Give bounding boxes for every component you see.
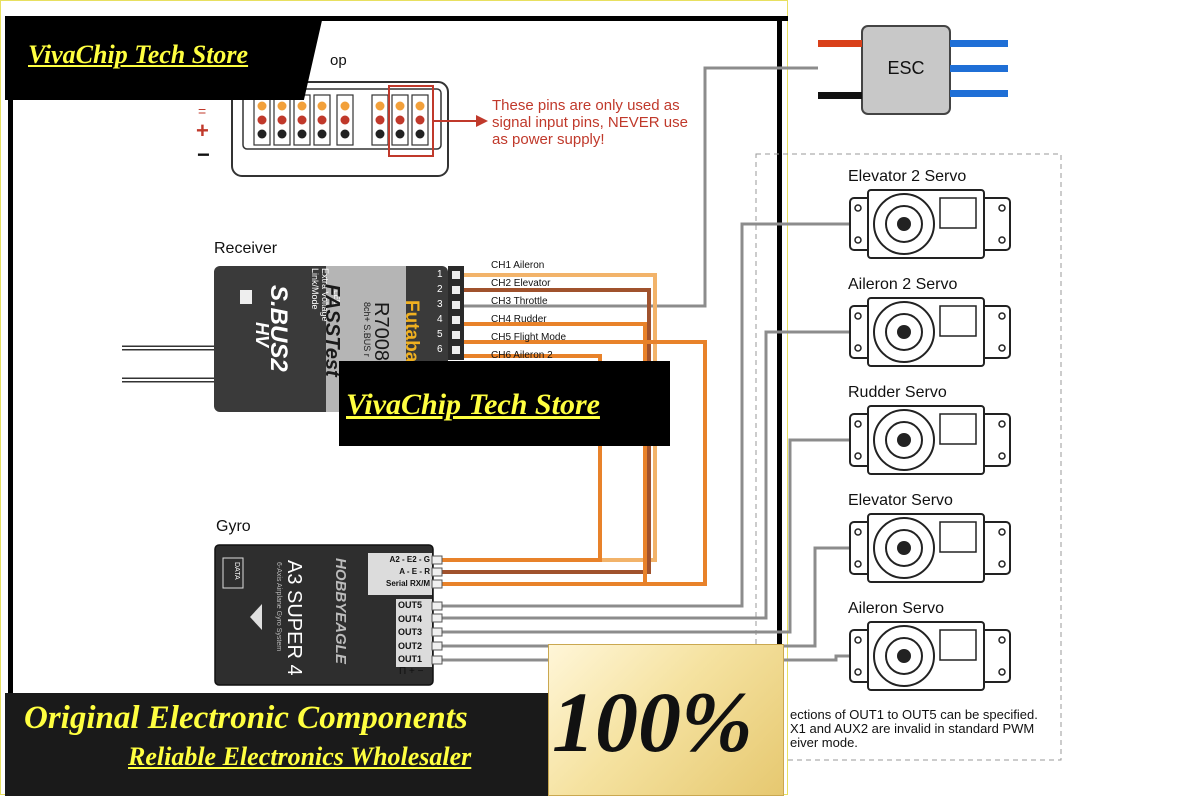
side-mark: =: [198, 103, 207, 119]
servo-label: Elevator 2 Servo: [848, 168, 967, 185]
gyro-pin: [431, 613, 443, 623]
servo-label: Elevator Servo: [848, 492, 953, 509]
minus-label: −: [197, 142, 210, 167]
gyro-output-port: OUT1: [398, 654, 423, 664]
banner-line1: Original Electronic Components: [24, 700, 468, 736]
receiver-brand-text: Futaba: [401, 300, 422, 363]
gyro-module: [214, 544, 443, 686]
pin-number: 4: [437, 314, 443, 325]
gyro-pin: [431, 655, 443, 665]
gyro-output-port: OUT3: [398, 627, 423, 637]
gyro-input-port: Serial RX/M: [385, 579, 430, 588]
warning-note-line: signal input pins, NEVER use: [492, 114, 688, 131]
pin-slot: [452, 316, 460, 324]
banner-line2: Reliable Electronics Wholesaler: [128, 742, 472, 771]
servo-icon: [849, 405, 1011, 475]
channel-label: CH5 Flight Mode: [491, 332, 567, 343]
pin-column: [253, 94, 271, 146]
pin-slot: [452, 271, 460, 279]
servo-region: [755, 153, 1062, 761]
servo-icon: [849, 189, 1011, 259]
footnote-line: eiver mode.: [790, 735, 858, 750]
gyro-data-label: DATA: [233, 562, 240, 580]
pin-column: [411, 94, 429, 146]
top-pin-module: [231, 81, 488, 177]
gyro-pin: [431, 641, 443, 651]
gyro-pin-legend: Π + −: [399, 666, 424, 677]
esc-label: ESC: [887, 58, 925, 78]
gyro-pin: [431, 627, 443, 637]
pin-number: 3: [437, 299, 443, 310]
pin-slot: [452, 346, 460, 354]
pin-column: [391, 94, 409, 146]
banner-bg: [5, 693, 550, 796]
pin-column: [336, 94, 354, 146]
warning-note: These pins are only used as signal input…: [492, 97, 688, 148]
pin-number: 6: [437, 344, 443, 355]
gyro-brand-text: HOBBYEAGLE: [332, 558, 349, 664]
servo-label: Aileron 2 Servo: [848, 276, 958, 293]
top-module-title: op: [330, 52, 347, 69]
pin-column: [371, 94, 389, 146]
arrow-icon: [476, 115, 488, 127]
badge-panel: [548, 644, 784, 796]
pin-slot: [452, 301, 460, 309]
esc-module: [818, 25, 1008, 115]
footnote-line: X1 and AUX2 are invalid in standard PWM: [790, 721, 1035, 736]
pin-column: [313, 94, 331, 146]
plus-label: +: [196, 118, 209, 143]
gyro-output-port: OUT5: [398, 600, 423, 610]
gyro-input-port: A - E - R: [399, 567, 430, 576]
pin-column: [273, 94, 291, 146]
warning-note-line: These pins are only used as: [492, 97, 680, 114]
channel-label: CH3 Throttle: [491, 296, 548, 307]
gyro-output-port: OUT4: [398, 613, 423, 624]
channel-label: CH6 Aileron 2: [491, 350, 553, 361]
receiver-sbus-sub: 8ch+ S.BUS r: [362, 302, 372, 357]
servo-group: [849, 189, 1011, 691]
pin-number: 5: [437, 329, 443, 340]
frame-top: [8, 16, 788, 21]
servo-icon: [849, 513, 1011, 583]
watermark-center-text: VivaChip Tech Store: [346, 388, 600, 421]
footnote-line: ections of OUT1 to OUT5 can be specified…: [790, 707, 1038, 722]
receiver-model-text: R7008: [370, 302, 392, 361]
channel-label: CH4 Rudder: [491, 314, 547, 325]
gyro-subtitle: 6-Axis Airplane Gyro System: [275, 562, 282, 652]
gyro-model-text: A3 SUPER 4: [283, 560, 305, 676]
channel-label: CH2 Elevator: [491, 278, 551, 289]
gyro-arrow-icon: [250, 604, 262, 630]
watermark-center-bg: [339, 361, 670, 446]
frame-right: [777, 16, 782, 644]
receiver-title: Receiver: [214, 240, 278, 257]
servo-icon: [849, 297, 1011, 367]
pin-number: 1: [437, 269, 443, 280]
receiver-link-text: Link/Mode: [310, 268, 320, 310]
badge-text: 100%: [552, 674, 753, 770]
channel-label: CH1 Aileron: [491, 260, 545, 271]
pin-slot: [452, 331, 460, 339]
pin-column: [293, 94, 311, 146]
pin-slot: [452, 286, 460, 294]
servo-label: Rudder Servo: [848, 384, 947, 401]
gyro-input-port: A2 - E2 - G: [389, 555, 430, 564]
servo-label: Aileron Servo: [848, 600, 945, 617]
gyro-output-port: OUT2: [398, 640, 423, 651]
receiver-hv-text: HV: [252, 322, 272, 348]
pin-number: 2: [437, 284, 443, 295]
warning-note-line: as power supply!: [492, 131, 605, 148]
gyro-pin: [431, 579, 443, 589]
gyro-title: Gyro: [216, 518, 251, 535]
gyro-pin: [431, 601, 443, 611]
gyro-pin: [431, 555, 443, 565]
frame-left: [8, 16, 13, 696]
gyro-pin: [431, 567, 443, 577]
watermark-top-bg: [5, 16, 323, 100]
servo-icon: [849, 621, 1011, 691]
watermark-top-text: VivaChip Tech Store: [28, 40, 249, 69]
footnote: ections of OUT1 to OUT5 can be specified…: [790, 708, 1038, 750]
